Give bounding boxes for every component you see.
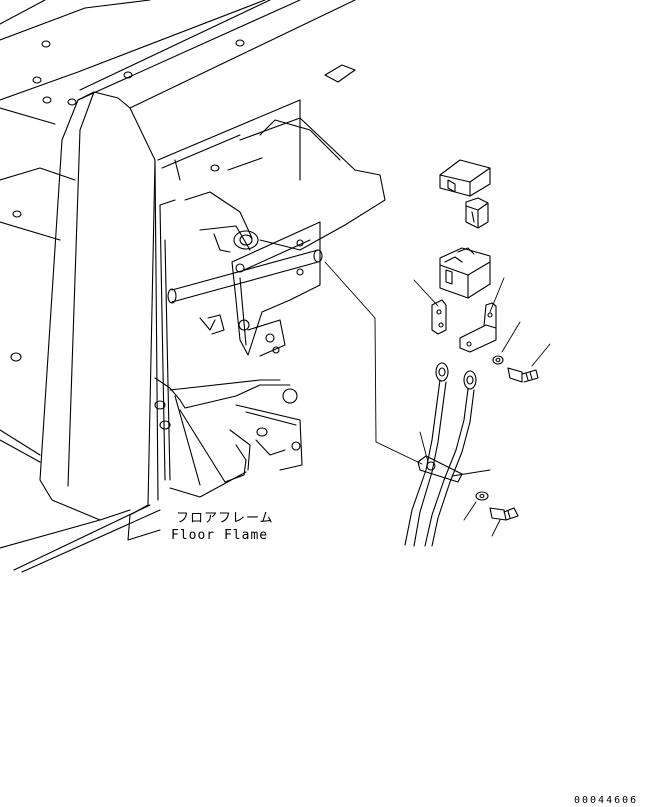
bolt-upper (507, 367, 539, 383)
relay-cover (439, 159, 491, 197)
mounting-bracket-assembly (154, 199, 323, 498)
washer-lower (475, 491, 489, 501)
drawing-code: 00044606 (574, 795, 639, 806)
floor-frame-label-jp: フロアフレーム (176, 511, 274, 526)
leader-lines (324, 261, 551, 537)
relay (439, 247, 491, 299)
relay-bracket (431, 299, 497, 353)
floor-frame (0, 0, 386, 573)
floor-frame-label-en: Floor Flame (171, 528, 269, 543)
wiring-harness (404, 362, 477, 547)
bolt-lower (489, 507, 519, 521)
washer-upper (492, 355, 504, 365)
relay-terminal (465, 197, 489, 229)
